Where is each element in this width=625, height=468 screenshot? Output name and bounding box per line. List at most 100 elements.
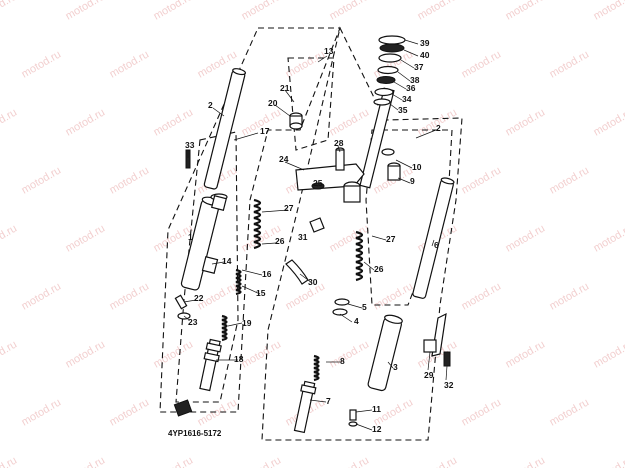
callout-18: 18: [234, 354, 244, 364]
callouts: 13 2 17 20 21 33 24 25 28 27 26 16 15 14…: [185, 38, 454, 434]
callout-27b: 27: [386, 234, 396, 244]
watermark-text: motod.ru: [460, 164, 504, 196]
callout-19: 19: [242, 318, 252, 328]
callout-9: 9: [410, 176, 415, 186]
watermark-text: motod.ru: [152, 106, 196, 138]
callout-36: 36: [406, 83, 416, 93]
callout-28: 28: [334, 138, 344, 148]
callout-1: 1: [188, 232, 193, 242]
watermark-text: motod.ru: [504, 222, 548, 254]
watermark-text: motod.ru: [108, 48, 152, 80]
watermark-text: motod.ru: [0, 454, 19, 468]
callout-31: 31: [298, 232, 308, 242]
spring-26-left: [253, 198, 262, 250]
outline-left-fork: [159, 27, 341, 413]
steering-stem-assembly: [359, 35, 406, 189]
callout-17: 17: [260, 126, 270, 136]
left-fork: [173, 68, 325, 417]
watermark-text: motod.ru: [592, 338, 625, 370]
callout-29: 29: [424, 370, 434, 380]
callout-2b: 2: [436, 123, 441, 133]
watermark-text: motod.ru: [152, 454, 196, 468]
watermark-text: motod.ru: [64, 0, 108, 23]
watermark-text: motod.ru: [328, 338, 372, 370]
right-fork: [293, 148, 455, 434]
callout-32: 32: [444, 380, 454, 390]
watermark-text: motod.ru: [0, 106, 19, 138]
watermark-text: motod.ru: [328, 454, 372, 468]
callout-13: 13: [324, 46, 334, 56]
callout-22: 22: [194, 293, 204, 303]
watermark-text: motod.ru: [284, 48, 328, 80]
callout-14: 14: [222, 256, 232, 266]
watermark-text: motod.ru: [0, 338, 19, 370]
callout-3: 3: [393, 362, 398, 372]
callout-23: 23: [188, 317, 198, 327]
watermark-text: motod.ru: [64, 106, 108, 138]
under-bracket: [295, 147, 365, 203]
watermark-text: motod.ru: [240, 0, 284, 23]
watermark-text: motod.ru: [108, 396, 152, 428]
callout-38: 38: [410, 75, 420, 85]
callout-26a: 26: [275, 236, 285, 246]
callout-8: 8: [340, 356, 345, 366]
watermark-text: motod.ru: [548, 48, 592, 80]
watermark-text: motod.ru: [0, 222, 19, 254]
watermark-text: motod.ru: [504, 338, 548, 370]
watermark-text: motod.ru: [20, 48, 64, 80]
watermark-text: motod.ru: [0, 0, 19, 23]
callout-16: 16: [262, 269, 272, 279]
callout-39: 39: [420, 38, 430, 48]
callout-4: 4: [354, 316, 359, 326]
watermark-text: motod.ru: [64, 222, 108, 254]
callout-26b: 26: [374, 264, 384, 274]
callout-12: 12: [372, 424, 382, 434]
watermark-text: motod.ru: [460, 48, 504, 80]
watermark-text: motod.ru: [460, 396, 504, 428]
watermark-text: motod.ru: [548, 164, 592, 196]
callout-37: 37: [414, 62, 424, 72]
callout-40: 40: [420, 50, 430, 60]
watermark-text: motod.ru: [64, 338, 108, 370]
watermark-text: motod.ru: [240, 454, 284, 468]
callout-27a: 27: [284, 203, 294, 213]
watermark-text: motod.ru: [20, 164, 64, 196]
watermark-text: motod.ru: [460, 280, 504, 312]
leader-lines: [183, 39, 448, 431]
watermark-text: motod.ru: [20, 280, 64, 312]
watermark-text: motod.ru: [548, 280, 592, 312]
watermark-text: motod.ru: [240, 338, 284, 370]
callout-6: 6: [434, 240, 439, 250]
outline-right-inner: [365, 129, 453, 306]
spring-8-right: [313, 354, 320, 382]
outline-right-fork: [261, 26, 463, 441]
callout-11: 11: [372, 404, 381, 414]
callout-15: 15: [256, 288, 266, 298]
callout-2a: 2: [208, 100, 213, 110]
watermark-text: motod.ru: [284, 280, 328, 312]
callout-21: 21: [280, 83, 290, 93]
watermark-text: motod.ru: [416, 0, 460, 23]
callout-30: 30: [308, 277, 318, 287]
watermark-text: motod.ru: [504, 0, 548, 23]
callout-24: 24: [279, 154, 289, 164]
watermark-text: motod.ru: [64, 454, 108, 468]
spring-19-left: [221, 314, 228, 342]
watermark-text: motod.ru: [328, 0, 372, 23]
callout-34: 34: [402, 94, 412, 104]
callout-35: 35: [398, 105, 408, 115]
callout-5: 5: [362, 302, 367, 312]
watermark-text: motod.ru: [548, 396, 592, 428]
watermark-text: motod.ru: [504, 106, 548, 138]
watermark-text: motod.ru: [592, 106, 625, 138]
callout-33: 33: [185, 140, 195, 150]
spring-15-left: [235, 268, 242, 296]
watermark-text: motod.ru: [592, 454, 625, 468]
watermark-text: motod.ru: [108, 164, 152, 196]
callout-10: 10: [412, 162, 422, 172]
watermark-text: motod.ru: [504, 454, 548, 468]
watermark-text: motod.ru: [20, 396, 64, 428]
watermark-text: motod.ru: [592, 222, 625, 254]
